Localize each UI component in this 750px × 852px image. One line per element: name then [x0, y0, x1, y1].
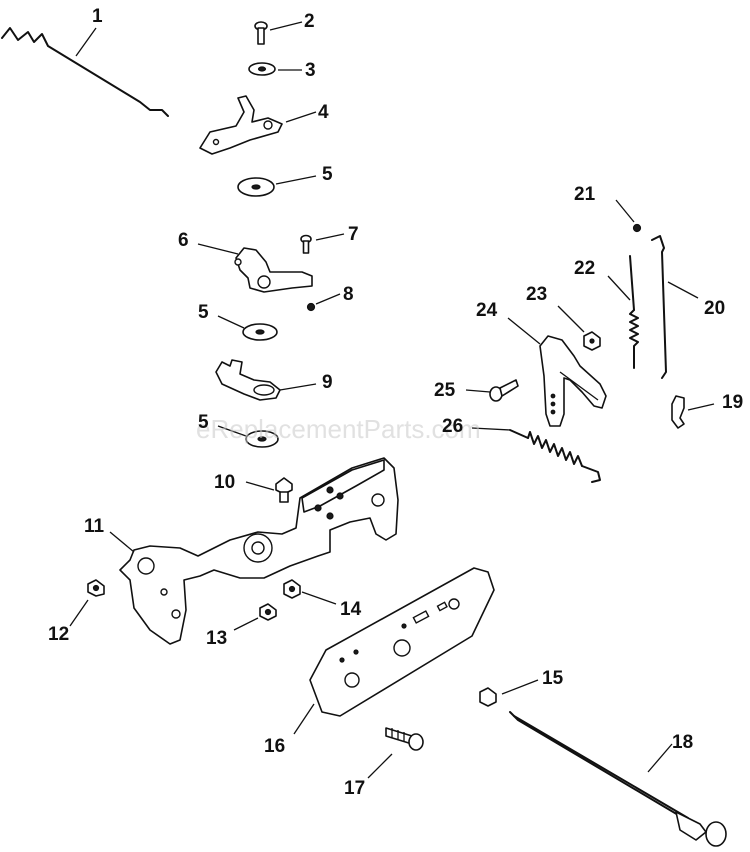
watermark-text: eReplacementParts.com	[196, 414, 481, 444]
part-21-nut	[632, 223, 642, 233]
part-16-panel-plate	[309, 567, 495, 717]
callout-10: 10	[214, 472, 235, 493]
part-12-bolt	[87, 579, 105, 597]
part-19-clamp	[671, 395, 685, 429]
callout-13: 13	[206, 628, 227, 649]
part-5-washer-middle	[242, 323, 278, 341]
callout-20: 20	[704, 298, 725, 319]
part-20-rod	[651, 235, 667, 379]
callout-5-bottom: 5	[198, 412, 209, 433]
part-14-nut	[283, 579, 301, 599]
callout-25: 25	[434, 380, 456, 401]
callout-7: 7	[348, 224, 359, 245]
callout-26: 26	[442, 416, 463, 437]
part-25-screw	[489, 379, 519, 402]
callout-3: 3	[305, 60, 316, 81]
part-15-nut	[479, 687, 497, 707]
callout-9: 9	[322, 372, 333, 393]
callout-15: 15	[542, 668, 564, 689]
leader-lines	[69, 21, 715, 779]
part-17-screw	[385, 727, 424, 751]
callout-21: 21	[574, 184, 596, 205]
part-18-choke-cable	[509, 711, 727, 847]
part-3-washer	[248, 62, 276, 76]
part-5-washer-top	[237, 177, 275, 197]
part-2-screw	[254, 21, 268, 45]
callout-4: 4	[318, 102, 329, 123]
part-23-nut	[583, 331, 601, 351]
callout-6: 6	[178, 230, 189, 251]
part-13-nut	[259, 603, 277, 621]
part-8-nut	[306, 302, 316, 312]
callout-24: 24	[476, 300, 498, 321]
part-11-control-bracket	[119, 457, 399, 645]
part-26-spring	[509, 429, 601, 483]
callout-12: 12	[48, 624, 69, 645]
callout-1: 1	[92, 6, 103, 27]
callout-14: 14	[340, 599, 362, 620]
part-4-lever	[199, 95, 283, 155]
callout-16: 16	[264, 736, 285, 757]
part-10-bolt	[275, 477, 293, 503]
callout-22: 22	[574, 258, 595, 279]
callout-23: 23	[526, 284, 547, 305]
part-22-spring	[629, 255, 639, 369]
part-7-screw	[300, 234, 312, 254]
callout-17: 17	[344, 778, 365, 799]
callout-18: 18	[672, 732, 693, 753]
part-24-speed-lever	[539, 335, 607, 427]
callout-2: 2	[304, 11, 315, 32]
callout-numbers: 1 2 3 4 5 6 7 8 5 9 5 10 11 12 13 14 15 …	[48, 6, 743, 799]
callout-5-middle: 5	[198, 302, 209, 323]
part-5-washer-bottom	[245, 430, 279, 448]
part-9-plate-lever	[215, 359, 281, 401]
callout-5-top: 5	[322, 164, 333, 185]
callout-8: 8	[343, 284, 354, 305]
part-1-link-rod	[1, 27, 169, 117]
callout-11: 11	[84, 516, 105, 537]
part-6-bracket-lever	[234, 247, 313, 293]
callout-19: 19	[722, 392, 743, 413]
